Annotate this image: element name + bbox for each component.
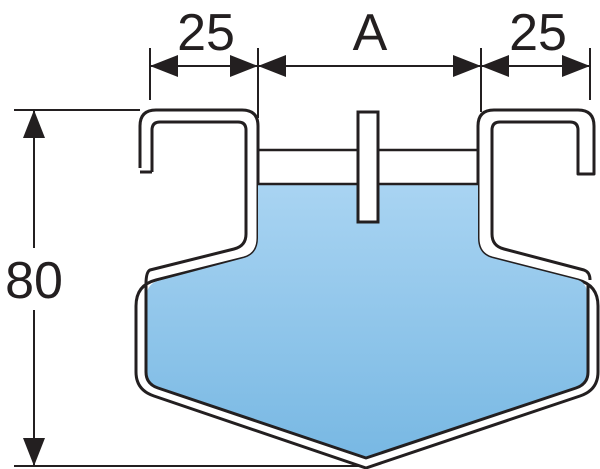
arrow-left-3 bbox=[481, 55, 509, 77]
vertical-dimension-lines bbox=[14, 109, 370, 467]
label-height: 80 bbox=[5, 252, 63, 310]
arrow-left-1 bbox=[150, 55, 178, 77]
top-dimension-lines bbox=[149, 48, 591, 118]
arrow-up bbox=[23, 110, 45, 138]
label-center-width: A bbox=[353, 4, 388, 62]
arrow-left-2 bbox=[258, 55, 286, 77]
arrow-down bbox=[23, 438, 45, 466]
water-fill bbox=[146, 184, 588, 458]
label-right-flange: 25 bbox=[509, 4, 567, 62]
arrow-right-1 bbox=[230, 55, 258, 77]
center-post bbox=[356, 110, 380, 224]
arrow-right-2 bbox=[453, 55, 481, 77]
label-left-flange: 25 bbox=[177, 4, 235, 62]
arrow-right-3 bbox=[562, 55, 590, 77]
channel-inner-profile bbox=[144, 120, 590, 460]
